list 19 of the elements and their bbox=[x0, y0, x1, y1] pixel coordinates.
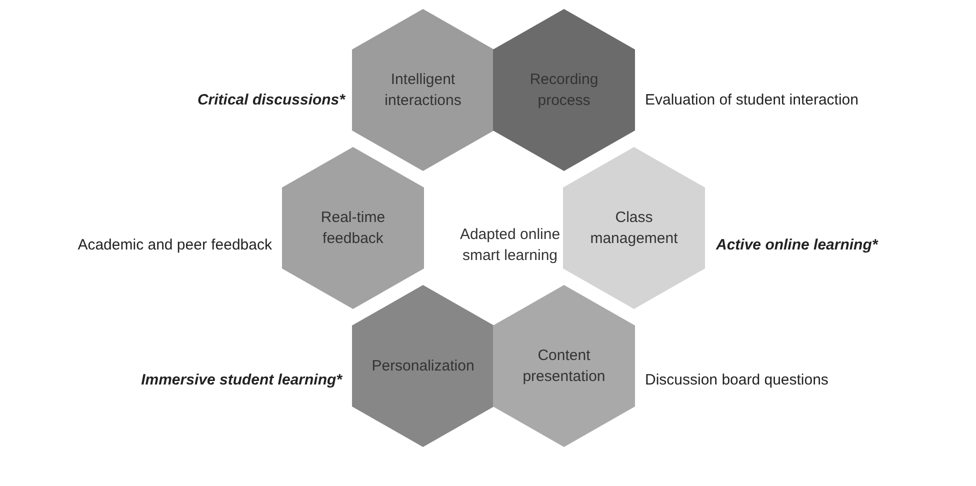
side-caption: Discussion board questions bbox=[645, 372, 828, 388]
hexagon bbox=[563, 147, 705, 309]
hexagon bbox=[493, 285, 635, 447]
hexagon bbox=[282, 147, 424, 309]
hexagon-label: Class management bbox=[589, 208, 679, 249]
hexagon-label: Real-time feedback bbox=[320, 208, 386, 249]
hexagon-label: Recording process bbox=[528, 70, 600, 111]
center-label: Adapted online smart learning bbox=[458, 225, 562, 266]
hexagon bbox=[352, 285, 494, 447]
hexagon-label: Personalization bbox=[370, 356, 476, 376]
hexagon bbox=[352, 9, 494, 171]
side-caption: Active online learning* bbox=[716, 236, 878, 254]
hexagon-label: Content presentation bbox=[522, 346, 606, 387]
side-caption: Critical discussions* bbox=[197, 92, 345, 108]
side-caption: Evaluation of student interaction bbox=[645, 92, 858, 108]
hexagon bbox=[493, 9, 635, 171]
side-caption: Immersive student learning* bbox=[141, 372, 342, 388]
side-caption: Academic and peer feedback bbox=[78, 236, 272, 254]
hexagon-label: Intelligent interactions bbox=[384, 70, 462, 111]
